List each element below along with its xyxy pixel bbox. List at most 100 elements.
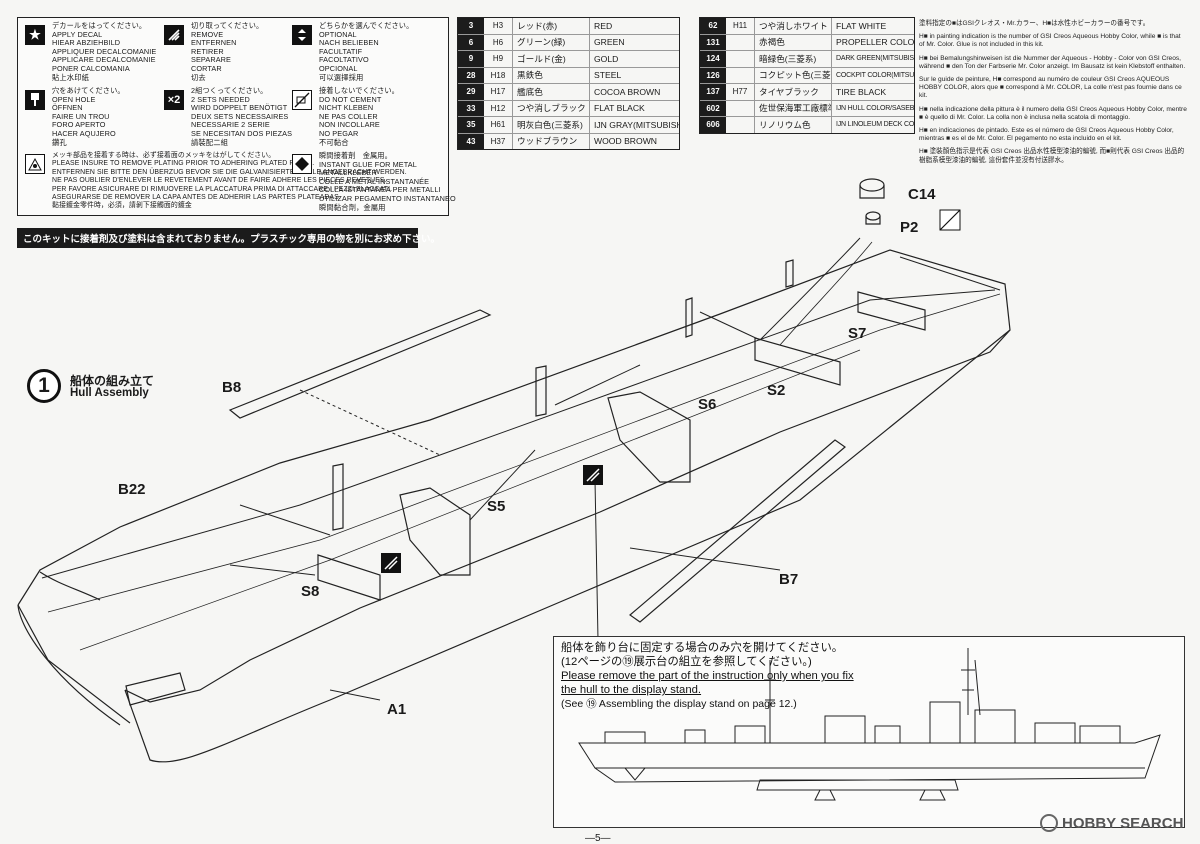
- color-name-en: WOOD BROWN: [594, 136, 658, 147]
- inset-en-1: Please remove the part of the instructio…: [561, 670, 854, 682]
- note-zh: H■ 塗裝顏色指示是代表 GSI Creos 出品水性模型漆油的編號, 而■則代…: [919, 148, 1185, 164]
- hobby-color-number: [726, 67, 755, 83]
- hobby-color-number: [726, 100, 755, 116]
- color-name-jp: レッド(赤): [513, 18, 590, 34]
- two-sets-icon: ×2: [164, 90, 184, 110]
- star-icon: ★: [25, 25, 45, 45]
- color-name-jp: 赤褐色: [755, 34, 832, 50]
- color-number: 606: [700, 117, 726, 133]
- color-name-en: TIRE BLACK: [836, 86, 887, 97]
- hobby-color-number: H6: [484, 34, 513, 50]
- color-name-jp: ゴールド(金): [513, 51, 590, 67]
- hobby-color-number: H3: [484, 18, 513, 34]
- step-number: 1: [27, 369, 61, 403]
- part-s2-shape: [754, 337, 841, 386]
- color-notes: 塗料指定の■はGSIクレオス・Mr.カラー、H■は水性ホビーカラーの番号です。 …: [919, 20, 1187, 170]
- hobby-search-logo-icon: [1040, 814, 1058, 832]
- part-b7-shape: [629, 439, 846, 623]
- part-label-b22: B22: [118, 481, 146, 498]
- color-name-jp: タイヤブラック: [755, 84, 832, 100]
- color-number: 131: [700, 34, 726, 50]
- drill-hole-icon: [25, 90, 45, 110]
- color-number: 126: [700, 67, 726, 83]
- hobby-color-number: [726, 34, 755, 50]
- color-row: 602佐世保海軍工廠標準色IJN HULL COLOR/SASEBO: [700, 100, 914, 117]
- hobby-color-number: H61: [484, 117, 513, 133]
- part-label-p2: P2: [900, 219, 919, 236]
- hobby-color-number: H11: [726, 18, 755, 34]
- part-label-b8: B8: [222, 379, 242, 396]
- color-name-en: GOLD: [594, 53, 619, 64]
- watermark: HOBBY SEARCH: [1040, 814, 1183, 832]
- color-number: 33: [458, 100, 484, 116]
- color-name-jp: つや消しホワイト: [755, 18, 832, 34]
- hobby-color-number: H37: [484, 133, 513, 149]
- remove-icon: [164, 25, 184, 45]
- color-name-en: IJN GRAY(MITSUBISHI): [594, 119, 679, 130]
- color-name-en: DARK GREEN(MITSUBISHI): [836, 55, 914, 63]
- color-number: 62: [700, 18, 726, 34]
- color-name-en: GREEN: [594, 37, 625, 48]
- part-s5-shape: [399, 487, 471, 576]
- color-name-en: PROPELLER COLOR: [836, 37, 914, 48]
- hobby-color-number: H18: [484, 67, 513, 83]
- color-row: 131 赤褐色 PROPELLER COLOR: [700, 34, 914, 51]
- inset-en-2: the hull to the display stand.: [561, 684, 702, 696]
- color-name-en: STEEL: [594, 70, 622, 81]
- note-es: H■ en indicaciones de pintado. Este es e…: [919, 127, 1174, 143]
- color-name-jp: グリーン(緑): [513, 34, 590, 50]
- color-number: 9: [458, 51, 484, 67]
- hull-a1-outline: [17, 249, 1011, 703]
- inset-jp-ref: (12ページの⑲展示台の組立を参照してください。): [561, 656, 812, 668]
- part-label-s5: S5: [487, 498, 506, 515]
- ship-side-view: [578, 648, 1161, 801]
- hobby-color-number: H17: [484, 84, 513, 100]
- color-name-en: FLAT WHITE: [836, 20, 887, 31]
- color-number: 6: [458, 34, 484, 50]
- color-name-en: COCKPIT COLOR(MITSUBISHI): [836, 71, 914, 79]
- color-name-jp: つや消しブラック: [513, 100, 590, 116]
- part-label-s6: S6: [698, 396, 717, 413]
- part-label-s8: S8: [301, 583, 320, 600]
- color-name-en: RED: [594, 20, 613, 31]
- optional-arrows-icon: [292, 25, 312, 45]
- color-number: 29: [458, 84, 484, 100]
- color-name-jp: 佐世保海軍工廠標準色: [755, 100, 832, 116]
- note-it: H■ nella indicazione della pittura è il …: [919, 105, 1187, 121]
- color-number: 43: [458, 133, 484, 149]
- color-name-jp: 黒鉄色: [513, 67, 590, 83]
- part-label-s2: S2: [767, 382, 786, 399]
- color-number: 35: [458, 117, 484, 133]
- part-s8-shape: [317, 554, 381, 601]
- color-number: 137: [700, 84, 726, 100]
- step-title-en: Hull Assembly: [70, 387, 149, 399]
- color-name-jp: 艦底色: [513, 84, 590, 100]
- part-b8-shape: [228, 309, 492, 419]
- color-number: 28: [458, 67, 484, 83]
- inset-instructions: 船体を飾り台に固定する場合のみ穴を開けてください。 (12ページの⑲展示台の組立…: [561, 641, 854, 711]
- color-name-en: FLAT BLACK: [594, 103, 645, 114]
- note-en: H■ in painting indication is the number …: [919, 33, 1181, 49]
- hobby-color-number: H9: [484, 51, 513, 67]
- part-label-b7: B7: [779, 571, 799, 588]
- no-cement-icon: [292, 90, 312, 110]
- color-number: 124: [700, 51, 726, 67]
- hobby-color-number: H77: [726, 84, 755, 100]
- color-number: 602: [700, 100, 726, 116]
